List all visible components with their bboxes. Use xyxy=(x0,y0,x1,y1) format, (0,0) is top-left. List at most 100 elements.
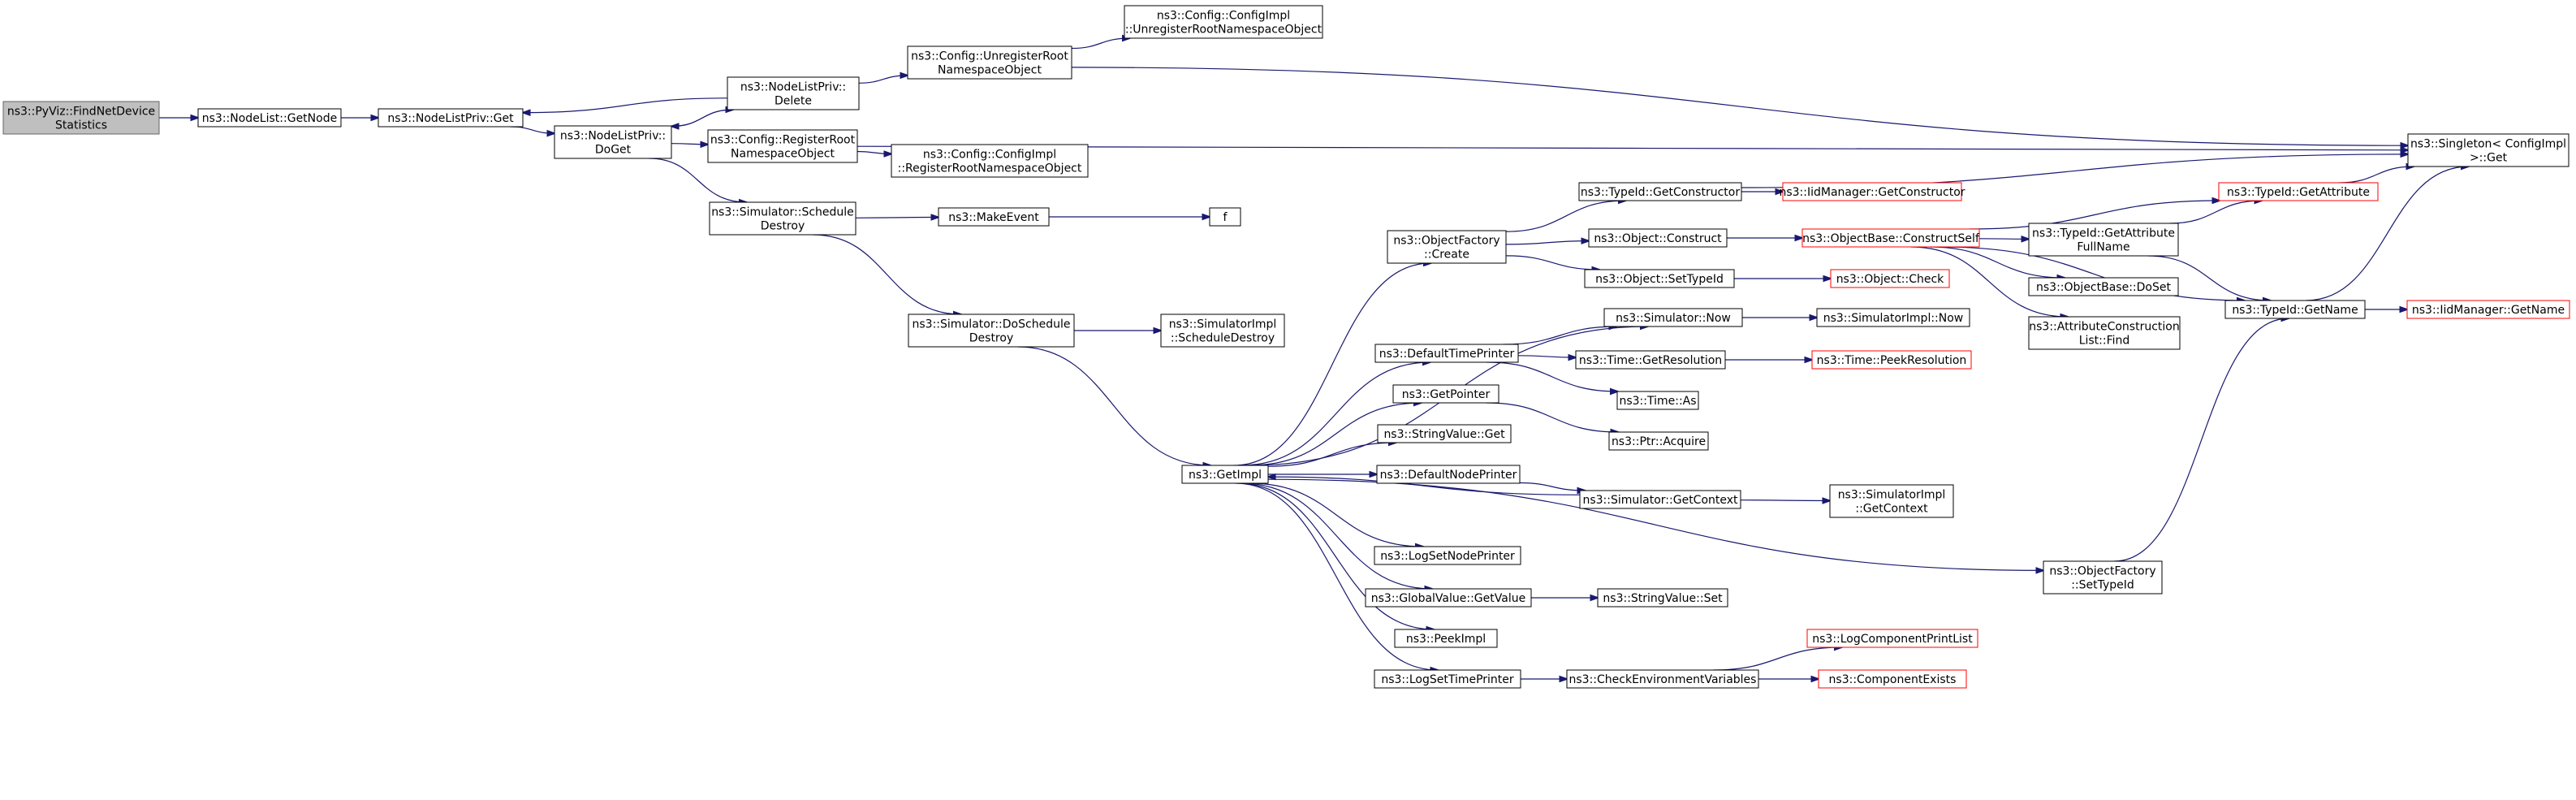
node-label: ns3::Config::ConfigImpl xyxy=(1157,10,1290,23)
node-nlp_delete[interactable]: ns3::NodeListPriv::Delete xyxy=(727,76,860,110)
node-globalvalue_getvalue[interactable]: ns3::GlobalValue::GetValue xyxy=(1365,588,1532,608)
edge-objbase_constructself-to-objbase_doset xyxy=(1929,246,2065,278)
node-box xyxy=(1818,669,1967,689)
edge-getimpl-to-globalvalue_getvalue xyxy=(1241,482,1432,589)
node-box xyxy=(2028,277,2179,296)
node-objbase_doset[interactable]: ns3::ObjectBase::DoSet xyxy=(2028,277,2179,296)
node-simimpl_sched[interactable]: ns3::SimulatorImpl::ScheduleDestroy xyxy=(1160,314,1285,348)
node-box xyxy=(1816,308,1970,327)
node-sim_now[interactable]: ns3::Simulator::Now xyxy=(1603,308,1743,327)
node-label: ns3::Simulator::Now xyxy=(1616,312,1731,325)
node-obj_check[interactable]: ns3::Object::Check xyxy=(1830,269,1950,288)
node-label: ::SetTypeId xyxy=(2071,579,2134,592)
node-box xyxy=(1616,391,1699,410)
node-label: ns3::NodeListPriv:: xyxy=(740,81,846,94)
node-nlp_doget[interactable]: ns3::NodeListPriv::DoGet xyxy=(554,125,672,159)
node-sim_getcontext[interactable]: ns3::Simulator::GetContext xyxy=(1579,490,1741,509)
node-objbase_constructself[interactable]: ns3::ObjectBase::ConstructSelf xyxy=(1801,228,1980,248)
node-iidmgr_getname[interactable]: ns3::IidManager::GetName xyxy=(2406,300,2570,319)
node-defaulttimeprinter[interactable]: ns3::DefaultTimePrinter xyxy=(1374,344,1519,363)
node-stringvalue_set[interactable]: ns3::StringValue::Set xyxy=(1597,588,1728,608)
node-checkenv[interactable]: ns3::CheckEnvironmentVariables xyxy=(1566,669,1759,689)
node-label: ::ScheduleDestroy xyxy=(1171,332,1275,345)
node-nlp_get[interactable]: ns3::NodeListPriv::Get xyxy=(378,108,524,128)
node-label: Statistics xyxy=(55,119,107,132)
node-logsetnodeprinter[interactable]: ns3::LogSetNodePrinter xyxy=(1374,546,1521,565)
node-objfactory_create[interactable]: ns3::ObjectFactory::Create xyxy=(1387,230,1507,264)
edge-cfg_reg-to-cfgimpl_reg xyxy=(857,152,891,154)
node-box xyxy=(1376,465,1521,484)
node-label: ns3::TypeId::GetConstructor xyxy=(1581,186,1740,199)
node-cfg_reg[interactable]: ns3::Config::RegisterRootNamespaceObject xyxy=(707,129,858,163)
node-getpointer[interactable]: ns3::GetPointer xyxy=(1392,384,1499,404)
node-label: ns3::Simulator::GetContext xyxy=(1582,494,1738,507)
node-label: ns3::Ptr::Acquire xyxy=(1612,435,1706,448)
node-obj_settypeid[interactable]: ns3::Object::SetTypeId xyxy=(1584,269,1735,288)
node-box xyxy=(1124,5,1323,39)
node-typeid_getname[interactable]: ns3::TypeId::GetName xyxy=(2224,300,2366,319)
edge-objbase_constructself-to-typeid_getname xyxy=(1941,246,2245,301)
node-time_peekres[interactable]: ns3::Time::PeekResolution xyxy=(1811,350,1972,370)
node-box xyxy=(709,201,857,236)
node-label: ns3::LogSetNodePrinter xyxy=(1380,550,1515,563)
edge-getimpl-to-getpointer xyxy=(1249,403,1422,466)
node-box xyxy=(1588,228,1728,248)
node-typeid_getctor[interactable]: ns3::TypeId::GetConstructor xyxy=(1578,182,1742,201)
node-makeevent[interactable]: ns3::MakeEvent xyxy=(938,207,1050,227)
node-singleton[interactable]: ns3::Singleton< ConfigImpl >::Get xyxy=(2407,133,2570,167)
edge-typeid_getname-to-singleton xyxy=(2306,166,2468,301)
node-label: ns3::Object::Construct xyxy=(1594,232,1722,245)
node-sim_sched[interactable]: ns3::Simulator::ScheduleDestroy xyxy=(709,201,857,236)
node-getimpl[interactable]: ns3::GetImpl xyxy=(1181,465,1269,484)
node-logcompprintlist[interactable]: ns3::LogComponentPrintList xyxy=(1806,629,1978,648)
node-box xyxy=(907,45,1072,80)
edge-cfg_reg-to-singleton xyxy=(857,145,2408,150)
node-iidmgr_getctor[interactable]: ns3::IidManager::GetConstructor xyxy=(1779,182,1965,201)
edge-defaultnodeprinter-to-sim_getcontext xyxy=(1519,482,1585,491)
node-label: FullName xyxy=(2077,241,2129,254)
node-simimpl_now[interactable]: ns3::SimulatorImpl::Now xyxy=(1816,308,1970,327)
edge-nlp_delete-to-nlp_doget xyxy=(671,109,734,127)
node-cfg_unreg[interactable]: ns3::Config::UnregisterRootNamespaceObje… xyxy=(907,45,1072,80)
edge-typeid_getattrfull-to-typeid_getname xyxy=(2147,255,2271,301)
node-compexists[interactable]: ns3::ComponentExists xyxy=(1818,669,1967,689)
node-box xyxy=(554,125,672,159)
node-nodelist_getnode[interactable]: ns3::NodeList::GetNode xyxy=(197,108,342,128)
node-peekimpl[interactable]: ns3::PeekImpl xyxy=(1394,629,1498,648)
edge-objfactory_settypeid-to-typeid_getname xyxy=(2114,318,2289,562)
node-obj_construct[interactable]: ns3::Object::Construct xyxy=(1588,228,1728,248)
node-box xyxy=(1597,588,1728,608)
node-label: ns3::CheckEnvironmentVariables xyxy=(1569,673,1757,686)
node-box xyxy=(1830,269,1950,288)
node-objfactory_settypeid[interactable]: ns3::ObjectFactory::SetTypeId xyxy=(2043,560,2163,595)
node-box xyxy=(908,314,1075,348)
node-box xyxy=(1801,228,1980,248)
edge-defaulttimeprinter-to-sim_now xyxy=(1503,326,1617,345)
node-defaultnodeprinter[interactable]: ns3::DefaultNodePrinter xyxy=(1376,465,1521,484)
node-time_as[interactable]: ns3::Time::As xyxy=(1616,391,1699,410)
node-box xyxy=(1181,465,1269,484)
node-cfgimpl_reg[interactable]: ns3::Config::ConfigImpl::RegisterRootNam… xyxy=(891,144,1089,178)
node-stringvalue_get[interactable]: ns3::StringValue::Get xyxy=(1377,424,1512,443)
node-simimpl_getcontext[interactable]: ns3::SimulatorImpl::GetContext xyxy=(1829,484,1954,518)
node-label: ns3::DefaultNodePrinter xyxy=(1380,469,1517,482)
node-label: NamespaceObject xyxy=(731,148,835,161)
node-cfgimpl_unreg[interactable]: ns3::Config::ConfigImpl::UnregisterRootN… xyxy=(1124,5,1323,39)
node-box xyxy=(1209,207,1241,227)
edge-objfactory_create-to-typeid_getctor xyxy=(1505,201,1626,232)
node-box xyxy=(1584,269,1735,288)
node-logsettimeprinter[interactable]: ns3::LogSetTimePrinter xyxy=(1374,669,1521,689)
node-label: ns3::StringValue::Set xyxy=(1603,592,1723,605)
node-typeid_getattr[interactable]: ns3::TypeId::GetAttribute xyxy=(2218,182,2379,201)
node-ptr_acquire[interactable]: ns3::Ptr::Acquire xyxy=(1608,431,1709,451)
edge-nlp_delete-to-nlp_get xyxy=(523,97,728,113)
edge-objfactory_create-to-obj_settypeid xyxy=(1505,255,1599,270)
node-time_getres[interactable]: ns3::Time::GetResolution xyxy=(1575,350,1726,370)
node-label: ns3::Singleton< ConfigImpl xyxy=(2410,138,2566,151)
node-label: ns3::IidManager::GetName xyxy=(2412,304,2565,317)
node-f[interactable]: f xyxy=(1209,207,1241,227)
